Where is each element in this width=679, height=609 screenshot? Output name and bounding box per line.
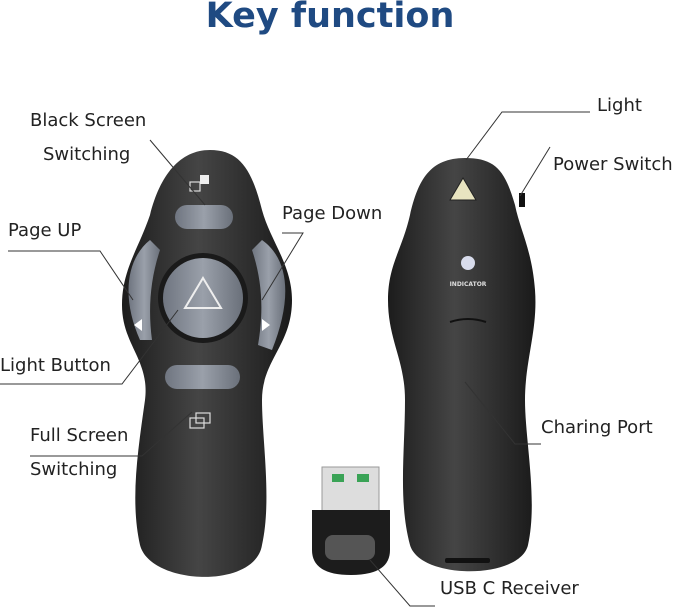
light-button (163, 258, 243, 338)
label-light: Light (597, 95, 642, 116)
page-down-button (252, 240, 286, 350)
label-black-screen-switching: Switching (43, 144, 131, 165)
indicator-label: INDICATOR (450, 281, 487, 288)
label-charging-port: Charing Port (541, 417, 653, 438)
label-full-screen: Full Screen (30, 425, 129, 446)
page-up-button (128, 240, 160, 340)
power-switch (519, 193, 525, 207)
label-full-screen-switching: Switching (30, 459, 118, 480)
label-black-screen: Black Screen (30, 110, 147, 131)
label-usb-receiver: USB C Receiver (440, 578, 579, 599)
label-page-down: Page Down (282, 203, 383, 224)
full-screen-button (165, 365, 240, 389)
remote-back: INDICATOR (388, 158, 536, 572)
label-page-up: Page UP (8, 220, 82, 241)
black-screen-button (175, 205, 233, 229)
usb-receiver (312, 466, 390, 575)
remote-front (122, 150, 292, 577)
leader-lines (0, 111, 590, 607)
label-power-switch: Power Switch (553, 154, 673, 175)
page-title: Key function (205, 0, 455, 36)
charging-port (445, 558, 490, 563)
label-light-button: Light Button (0, 355, 111, 376)
